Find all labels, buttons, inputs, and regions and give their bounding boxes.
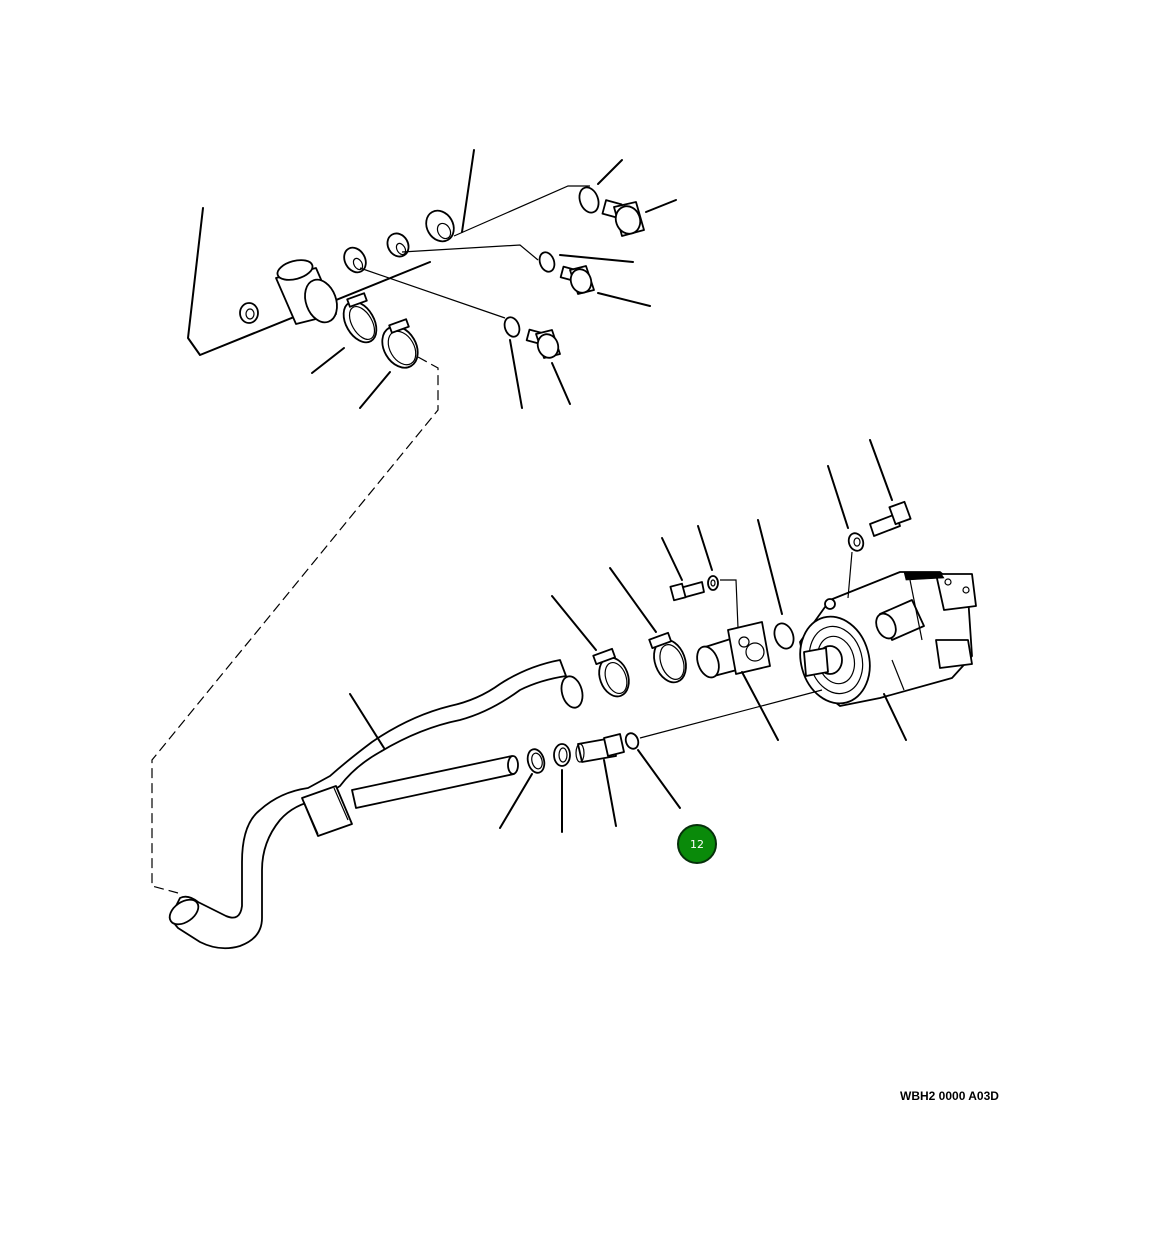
callout-12-badge[interactable]: 12: [677, 824, 717, 864]
tank-panel: [187, 149, 475, 356]
inlet-bolt: [669, 581, 705, 602]
o-ring-lower: [624, 732, 640, 750]
hose-clamp-upper-2: [381, 318, 419, 369]
water-pump: [799, 571, 977, 707]
hose-nipple: [553, 743, 571, 767]
tank-nut-1: [239, 302, 259, 324]
tank-outlet-pipe: [275, 259, 338, 325]
plug-upper-3: [525, 328, 561, 359]
assembly-lines-upper: [359, 185, 590, 319]
tank-fitting-1: [343, 246, 367, 274]
o-ring-upper-1: [578, 186, 600, 214]
leader-lines-lower: [349, 439, 907, 833]
hose-clamp-upper-1: [342, 292, 378, 344]
coolant-hose: [168, 659, 584, 950]
leader-lines-upper: [311, 159, 677, 409]
pump-gasket: [773, 622, 795, 650]
tank-fitting-2: [386, 232, 410, 258]
hose-clamp-lower-1: [592, 647, 630, 698]
hose-clamp-small: [526, 748, 546, 774]
breather-tube: [351, 755, 519, 809]
assembly-lines-pump: [639, 551, 853, 739]
fitting-adapter: [575, 733, 625, 763]
o-ring-upper-2: [538, 251, 556, 273]
callout-12-label: 12: [690, 838, 704, 851]
inlet-washer: [707, 575, 719, 591]
plug-upper-2: [559, 265, 595, 295]
o-ring-upper-3: [503, 316, 521, 338]
drawing-reference-code: WBH2 0000 A03D: [900, 1089, 999, 1103]
assembly-line-dashed: [151, 356, 439, 894]
pump-mount-bolt: [869, 500, 912, 537]
hose-clamp-lower-2: [648, 631, 687, 684]
pump-inlet-pipe: [696, 621, 771, 679]
plug-upper-1: [601, 199, 645, 237]
tank-fitting-3: [425, 209, 455, 243]
pump-mount-washer: [847, 532, 865, 552]
